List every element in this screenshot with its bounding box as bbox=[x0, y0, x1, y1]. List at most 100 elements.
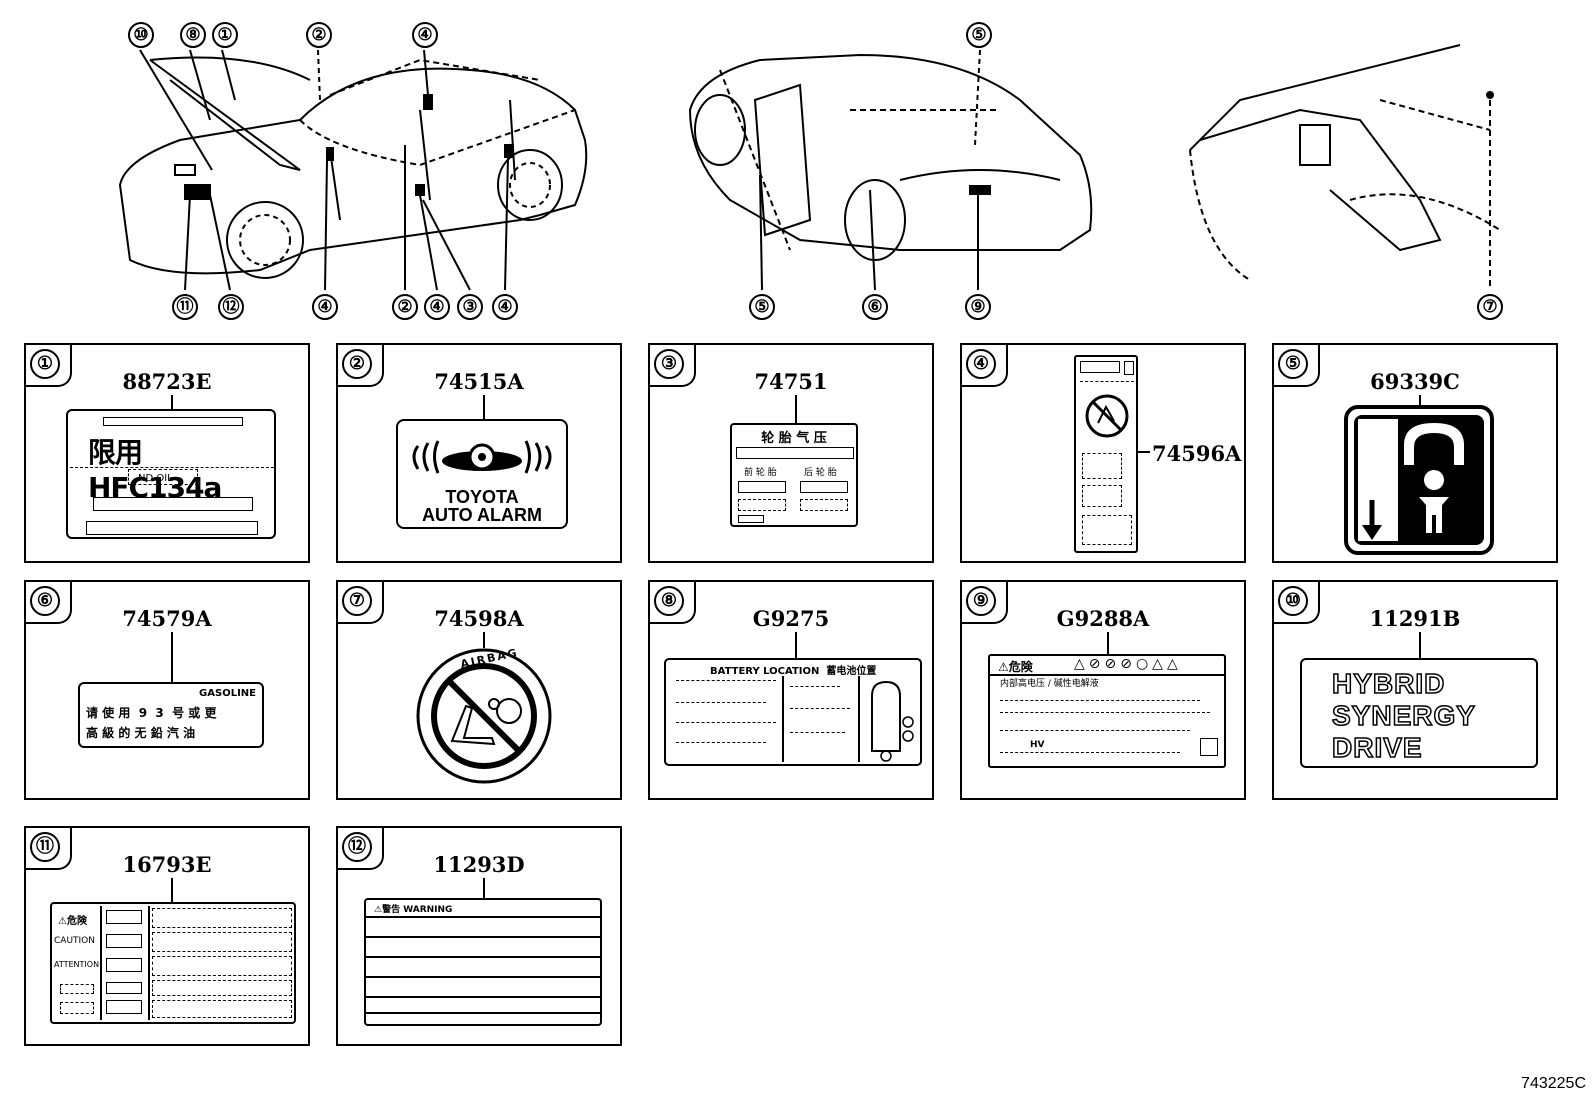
gasoline-line1: 请 使 用 9 3 号 或 更 bbox=[86, 706, 217, 720]
hv-text: HV bbox=[1030, 740, 1045, 750]
panel-number-frame bbox=[962, 345, 1008, 387]
warning-label: ⚠警告 WARNING bbox=[364, 898, 602, 1026]
alarm-car-icon bbox=[412, 440, 552, 474]
caution-row: CAUTION bbox=[54, 936, 95, 946]
auto-alarm-label: TOYOTA AUTO ALARM bbox=[396, 419, 568, 529]
panel-number: ⑥ bbox=[30, 586, 60, 616]
callout-8: ⑧ bbox=[180, 22, 206, 48]
callout-3: ③ bbox=[457, 294, 483, 320]
panel-number-frame bbox=[338, 345, 384, 387]
airbag-warning-tag bbox=[1074, 355, 1138, 553]
leader-line bbox=[171, 395, 173, 417]
hfc-label: 限用 HFC134a ND OIL bbox=[66, 409, 276, 539]
dashboard-drawing bbox=[1189, 44, 1501, 290]
part-code: 11293D bbox=[433, 852, 525, 877]
warning-header: ⚠警告 WARNING bbox=[374, 905, 453, 915]
panel-number-frame bbox=[338, 828, 384, 870]
warning-symbols-icon: △⊘⊘⊘○△△ bbox=[1074, 656, 1182, 672]
document-number: 743225C bbox=[1521, 1075, 1586, 1092]
label-panel-4: ④ 74596A bbox=[960, 343, 1246, 563]
leader-line bbox=[171, 878, 173, 902]
danger-row: ⚠危険 bbox=[58, 916, 87, 927]
hybrid-synergy-drive-badge: HYBRID SYNERGY DRIVE bbox=[1300, 658, 1538, 768]
callout-6: ⑥ bbox=[862, 294, 888, 320]
part-code: G9288A bbox=[1056, 606, 1150, 631]
panel-number: ④ bbox=[966, 349, 996, 379]
leader-line bbox=[1107, 632, 1109, 654]
panel-number-frame bbox=[26, 582, 72, 624]
rear-tire-label: 后 轮 胎 bbox=[804, 468, 837, 478]
part-code: G9275 bbox=[752, 606, 830, 631]
child-lock-icon bbox=[1344, 405, 1494, 555]
front-tire-label: 前 轮 胎 bbox=[744, 468, 777, 478]
part-code: 16793E bbox=[122, 852, 212, 877]
leader-line bbox=[795, 395, 797, 425]
panel-number: ③ bbox=[654, 349, 684, 379]
hsd-line1: HYBRID bbox=[1331, 667, 1446, 700]
caution-label: ⚠危険 CAUTION ATTENTION bbox=[50, 902, 296, 1024]
leader-line bbox=[483, 878, 485, 898]
leader-line bbox=[483, 632, 485, 648]
alarm-line2: AUTO ALARM bbox=[422, 505, 542, 525]
panel-number-frame bbox=[962, 582, 1008, 624]
leader-line bbox=[795, 632, 797, 658]
panel-number: ⑫ bbox=[342, 832, 372, 862]
panel-number: ⑩ bbox=[1278, 586, 1308, 616]
hsd-line3: DRIVE bbox=[1331, 731, 1423, 764]
gasoline-line2: 高 級 的 无 鉛 汽 油 bbox=[86, 726, 196, 740]
panel-number: ⑦ bbox=[342, 586, 372, 616]
callout-4: ④ bbox=[312, 294, 338, 320]
callout-2: ② bbox=[306, 22, 332, 48]
airbag-no-child-seat-icon bbox=[416, 648, 552, 784]
callout-7: ⑦ bbox=[1477, 294, 1503, 320]
label-panel-11: ⑪ 16793E ⚠危険 CAUTION ATTENTION bbox=[24, 826, 310, 1046]
panel-number-frame bbox=[650, 582, 696, 624]
part-code: 74596A bbox=[1152, 441, 1242, 466]
panel-number: ⑧ bbox=[654, 586, 684, 616]
leader-line bbox=[1419, 395, 1421, 411]
callout-1: ① bbox=[212, 22, 238, 48]
part-code: 74515A bbox=[434, 369, 524, 394]
label-panel-7: ⑦ 74598A AIRBAG bbox=[336, 580, 622, 800]
label-panel-10: ⑩ 11291B HYBRID SYNERGY DRIVE bbox=[1272, 580, 1558, 800]
label-panel-5: ⑤ 69339C bbox=[1272, 343, 1558, 563]
gasoline-tag: GASOLINE bbox=[199, 688, 256, 699]
label-panel-1: ① 88723E 限用 HFC134a ND OIL bbox=[24, 343, 310, 563]
callout-11: ⑪ bbox=[172, 294, 198, 320]
label-panel-12: ⑫ 11293D ⚠警告 WARNING bbox=[336, 826, 622, 1046]
callout-12: ⑫ bbox=[218, 294, 244, 320]
gasoline-label: GASOLINE 请 使 用 9 3 号 或 更 高 級 的 无 鉛 汽 油 bbox=[78, 682, 264, 748]
callout-10: ⑩ bbox=[128, 22, 154, 48]
attention-row: ATTENTION bbox=[54, 960, 100, 969]
panel-number-frame bbox=[1274, 345, 1320, 387]
label-panel-6: ⑥ 74579A GASOLINE 请 使 用 9 3 号 或 更 高 級 的 … bbox=[24, 580, 310, 800]
leader-line bbox=[171, 632, 173, 682]
battery-location-label: BATTERY LOCATION 蓄电池位置 bbox=[664, 658, 922, 766]
panel-number-frame bbox=[650, 345, 696, 387]
tire-title: 轮 胎 气 压 bbox=[761, 431, 827, 446]
leader-line bbox=[483, 395, 485, 421]
hfc-text: 限用 HFC134a bbox=[88, 436, 222, 504]
leader-line bbox=[1138, 451, 1150, 453]
label-panel-8: ⑧ G9275 BATTERY LOCATION 蓄电池位置 bbox=[648, 580, 934, 800]
panel-number-frame bbox=[1274, 582, 1320, 624]
car-topview-icon bbox=[871, 680, 914, 762]
part-code: 74579A bbox=[122, 606, 212, 631]
part-code: 74751 bbox=[754, 369, 828, 394]
callout-4: ④ bbox=[492, 294, 518, 320]
battery-header: BATTERY LOCATION 蓄电池位置 bbox=[710, 666, 877, 677]
hsd-line2: SYNERGY bbox=[1331, 699, 1476, 732]
danger-subtitle: 内部高电压 / 碱性电解液 bbox=[1000, 679, 1099, 689]
front-car-drawing bbox=[118, 49, 588, 291]
panel-number: ⑤ bbox=[1278, 349, 1308, 379]
part-code: 11291B bbox=[1369, 606, 1461, 631]
callout-2: ② bbox=[392, 294, 418, 320]
panel-number-frame bbox=[26, 828, 72, 870]
part-code: 69339C bbox=[1370, 369, 1460, 394]
leader-line bbox=[1419, 632, 1421, 658]
label-panel-3: ③ 74751 轮 胎 气 压 前 轮 胎 后 轮 胎 bbox=[648, 343, 934, 563]
panel-number: ⑨ bbox=[966, 586, 996, 616]
callout-5: ⑤ bbox=[749, 294, 775, 320]
danger-header: ⚠危険 bbox=[998, 660, 1033, 674]
panel-number-frame bbox=[338, 582, 384, 624]
